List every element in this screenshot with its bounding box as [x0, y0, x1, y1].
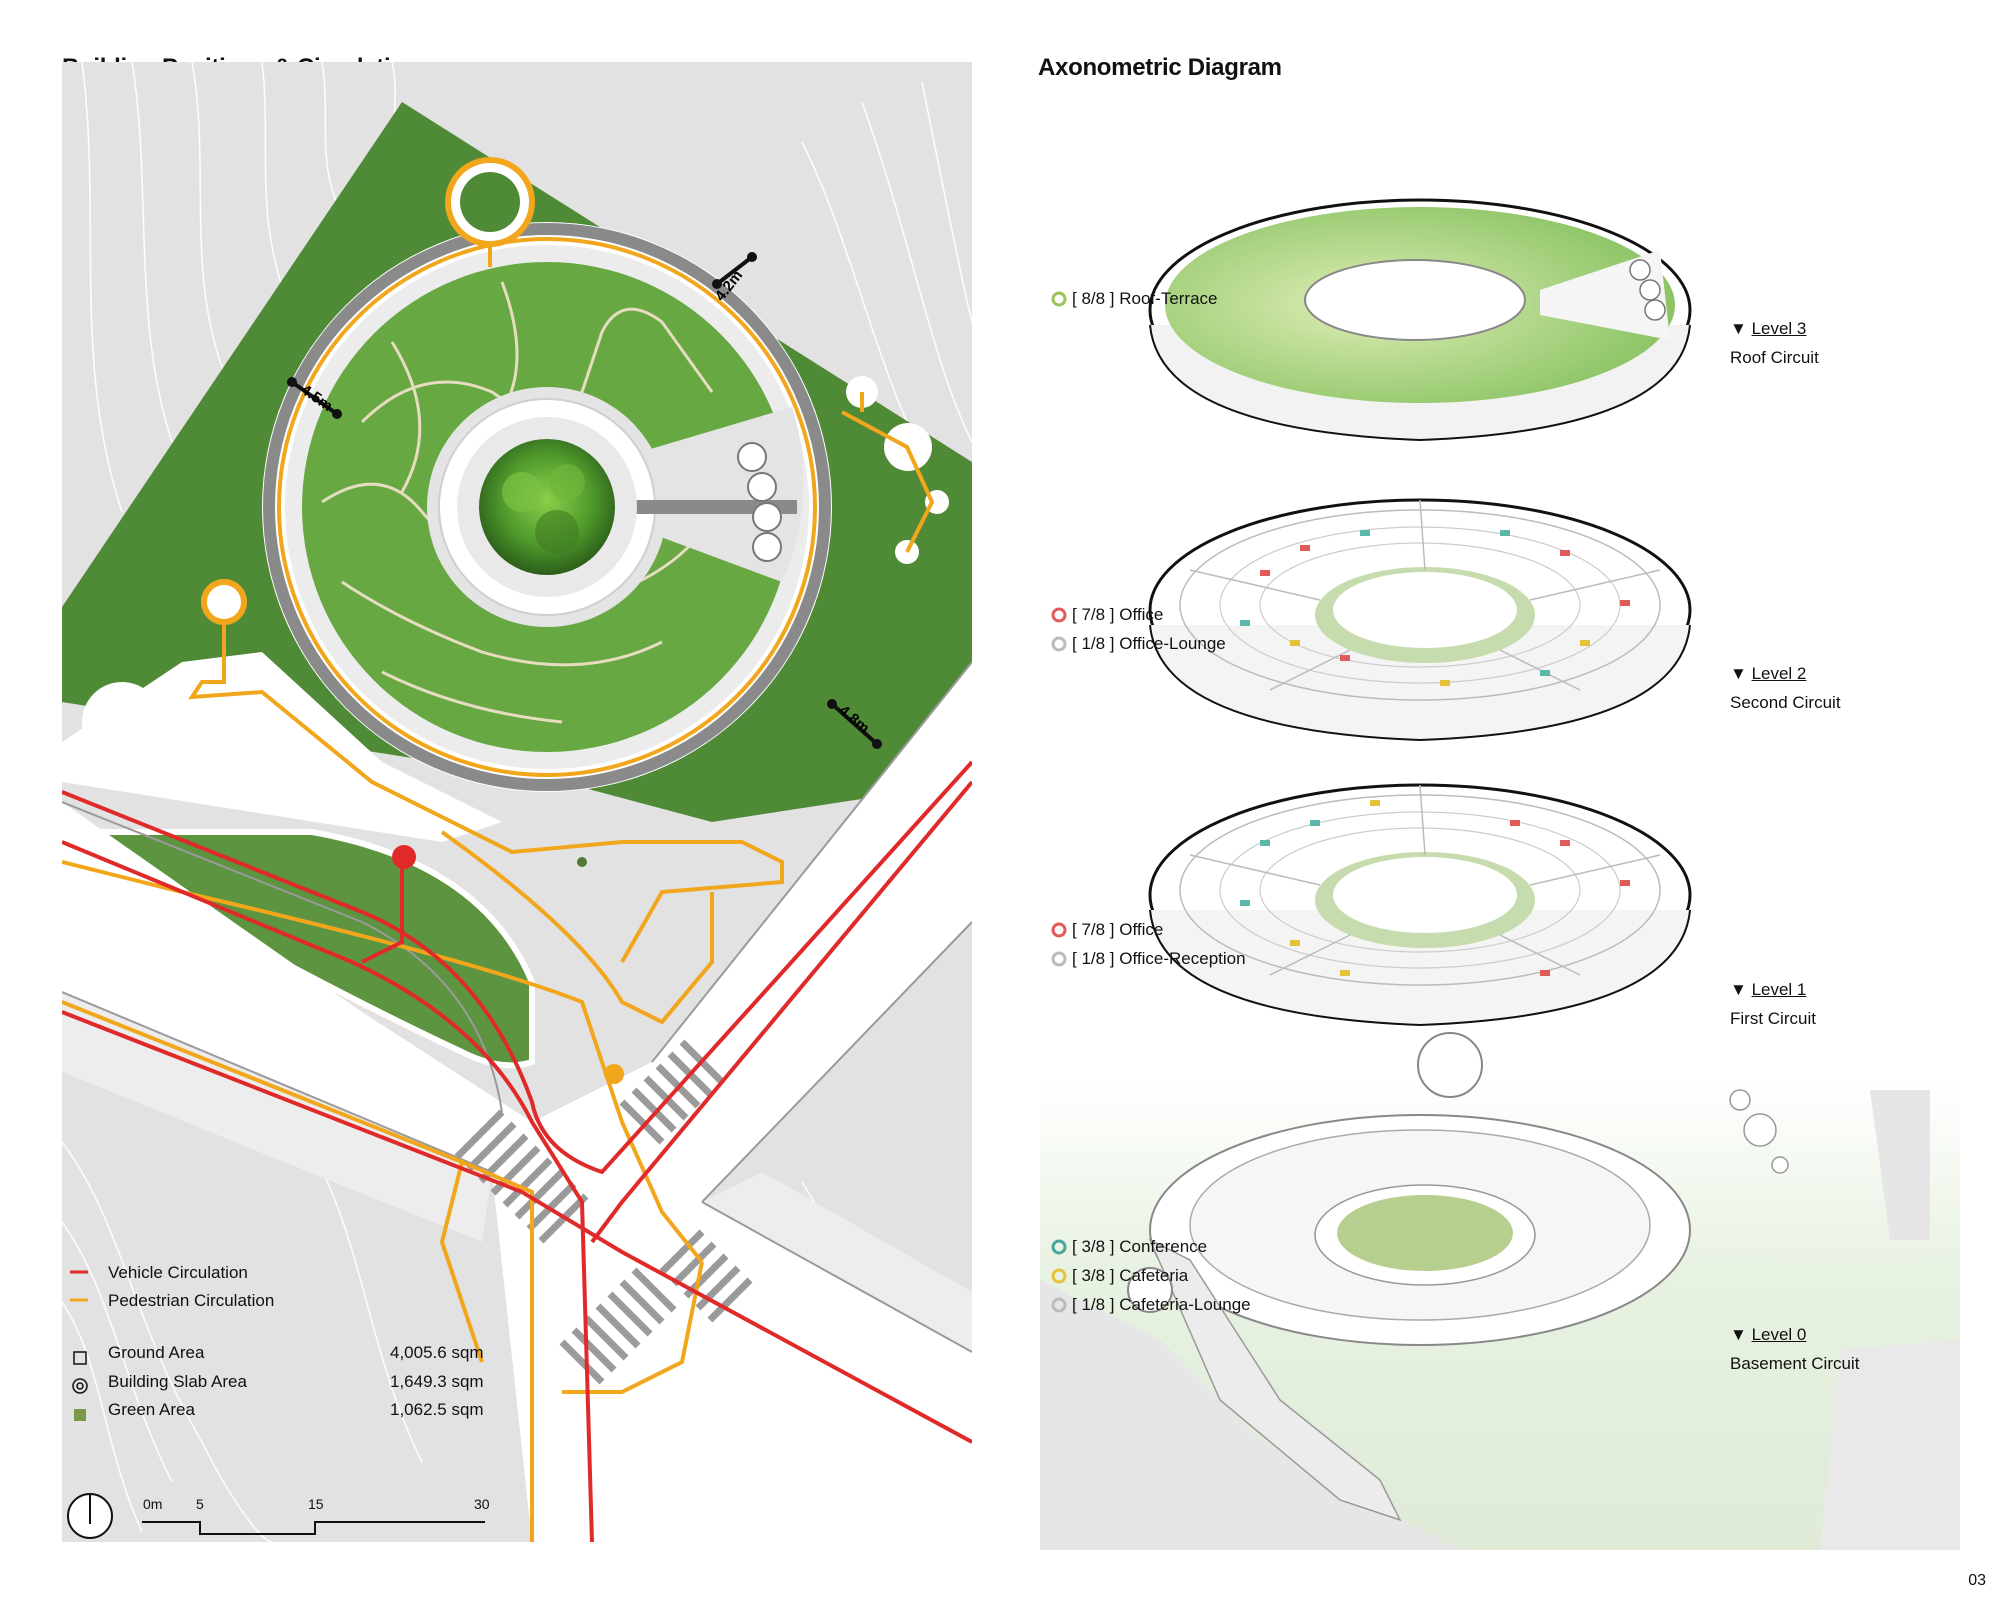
tree-icon: [479, 439, 615, 575]
legend-pedestrian: Pedestrian Circulation: [108, 1291, 275, 1310]
scale-label-0: 0m: [143, 1496, 163, 1512]
level-3-roof: [1148, 198, 1692, 442]
north-arrow-icon: [67, 1493, 113, 1539]
level-1-office: [1148, 783, 1692, 1027]
level-0-basement: [1127, 1032, 1789, 1522]
dimension-markers: [290, 255, 879, 746]
program-l0-cafeteria: [ 3/8 ] Cafeteria: [1072, 1266, 1189, 1285]
site-plan: 4.5m 4.2m 4.8m: [62, 62, 972, 1542]
scale-label-5: 5: [196, 1496, 204, 1512]
axonometric-diagram: [1040, 198, 1960, 1550]
level-3-name: Level 3: [1751, 319, 1807, 338]
program-l1-office-reception: [ 1/8 ] Office-Reception: [1072, 949, 1246, 968]
level-1-circuit: First Circuit: [1730, 1009, 1816, 1028]
level-0-circuit: Basement Circuit: [1730, 1354, 1860, 1373]
scale-label-15: 15: [308, 1496, 324, 1512]
legend-slab-area: Building Slab Area: [108, 1372, 247, 1391]
legend-vehicle: Vehicle Circulation: [108, 1263, 248, 1282]
marker-dot: [577, 857, 587, 867]
legend-green-area: Green Area: [108, 1400, 195, 1419]
entry-plaza: [62, 652, 502, 842]
legend-ground-area: Ground Area: [108, 1343, 205, 1362]
pedestrian-paths: [62, 237, 935, 1542]
program-l0-conference: [ 3/8 ] Conference: [1072, 1237, 1208, 1256]
page-number: 03: [1968, 1572, 1986, 1589]
level-2-name: Level 2: [1751, 664, 1807, 683]
level-3-circuit: Roof Circuit: [1730, 348, 1819, 367]
program-roof-terrace: [ 8/8 ] Roof-Terrace: [1072, 289, 1218, 308]
program-l1-office: [ 7/8 ] Office: [1072, 920, 1164, 939]
pedestrian-node: [604, 1064, 624, 1084]
courtyard-pods: [737, 442, 782, 562]
program-l2-office: [ 7/8 ] Office: [1072, 605, 1164, 624]
scale-label-30: 30: [474, 1496, 490, 1512]
level-0-label: ▼ Level 0: [1730, 1325, 1807, 1344]
level-1-label: ▼ Level 1: [1730, 980, 1807, 999]
legend-symbols: [70, 1270, 88, 1421]
level-2-label: ▼ Level 2: [1730, 664, 1807, 683]
vehicle-paths: [62, 760, 972, 1542]
level-0-name: Level 0: [1751, 1325, 1807, 1344]
legend-slab-area-value: 1,649.3 sqm: [390, 1372, 484, 1391]
legend-ground-area-value: 4,005.6 sqm: [390, 1343, 484, 1362]
axonometric-title: Axonometric Diagram: [1038, 54, 1282, 81]
level-2-office: [1148, 498, 1692, 742]
program-l2-office-lounge: [ 1/8 ] Office-Lounge: [1072, 634, 1226, 653]
legend-green-area-value: 1,062.5 sqm: [390, 1400, 484, 1419]
level-3-label: ▼ Level 3: [1730, 319, 1807, 338]
program-dot-icons: [1051, 291, 1067, 1313]
crosswalk-stripes: [454, 1039, 753, 1385]
scale-bar: [142, 1521, 485, 1535]
level-1-name: Level 1: [1751, 980, 1807, 999]
level-2-circuit: Second Circuit: [1730, 693, 1841, 712]
program-l0-cafeteria-lounge: [ 1/8 ] Cafeteria-Lounge: [1072, 1295, 1251, 1314]
vehicle-entry-node: [392, 845, 416, 869]
